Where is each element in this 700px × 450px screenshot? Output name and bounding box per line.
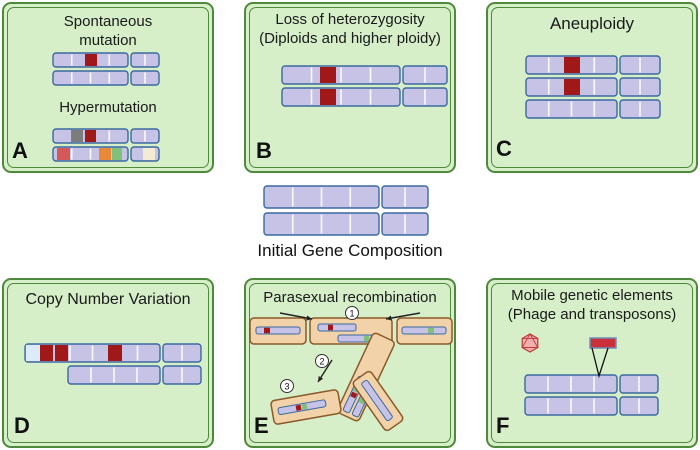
mini-chromosome xyxy=(401,326,447,335)
panel-d-title: Copy Number Variation xyxy=(25,291,191,308)
gene-band xyxy=(85,130,96,142)
panel-e-title: Parasexual recombination xyxy=(263,289,437,306)
panel-f-letter: F xyxy=(496,413,510,438)
cell-contents xyxy=(361,379,393,422)
chromosome xyxy=(281,87,448,107)
initial-gene-composition-label: Initial Gene Composition xyxy=(257,241,443,260)
gene-band xyxy=(55,345,68,361)
chromosome xyxy=(263,185,429,209)
chromosome xyxy=(281,65,448,85)
panel-a-title: Spontaneous mutation xyxy=(63,13,153,49)
step-label: 1 xyxy=(349,309,354,319)
chromosome xyxy=(525,99,661,119)
panel-c-letter: C xyxy=(496,136,512,161)
cell-contents xyxy=(277,399,327,415)
gene-band xyxy=(112,148,122,160)
chromosome-arm xyxy=(255,326,301,335)
gene-band xyxy=(143,148,155,160)
chromosome xyxy=(67,365,202,385)
step-1-marker: 1 xyxy=(345,306,359,320)
step-3-marker: 3 xyxy=(280,379,294,393)
gene-band xyxy=(428,327,434,334)
chromosome xyxy=(24,343,202,363)
gene-band xyxy=(564,79,580,95)
gene-band xyxy=(301,403,308,410)
panel-mobile-genetic-elements: Mobile genetic elements (Phage and trans… xyxy=(486,278,698,448)
chromosome xyxy=(524,374,659,394)
gene-band xyxy=(85,54,97,66)
merge-arrow-right-head xyxy=(386,315,392,321)
panel-inner-border xyxy=(491,283,693,443)
merge-arrow-right xyxy=(385,312,421,320)
mini-chromosome xyxy=(317,323,357,332)
panel-inner-border xyxy=(249,7,451,168)
panel-a-letter: A xyxy=(12,138,28,163)
step-label: 3 xyxy=(284,382,289,392)
gene-band xyxy=(40,345,53,361)
chromosome-arm xyxy=(401,326,447,335)
merge-arrow-left-head xyxy=(306,315,312,321)
chromosome xyxy=(524,396,659,416)
gene-band xyxy=(320,89,336,105)
panel-inner-border xyxy=(491,7,693,168)
panel-inner-border xyxy=(7,7,209,168)
chromosome xyxy=(52,146,160,162)
mini-chromosome xyxy=(277,399,327,415)
panel-spontaneous-mutation: Spontaneous mutation Hypermutation A xyxy=(2,2,214,173)
panel-f-title: Mobile genetic elements (Phage and trans… xyxy=(507,287,677,323)
insertion-site-lines xyxy=(591,347,609,379)
gene-band xyxy=(320,67,336,83)
transition-arrow-head xyxy=(318,376,324,382)
gene-band xyxy=(71,130,83,142)
chromosome xyxy=(525,55,661,75)
gene-band xyxy=(328,324,333,331)
step-label: 2 xyxy=(319,357,324,367)
step-circle xyxy=(315,354,329,368)
gene-band xyxy=(295,404,302,411)
gene-band xyxy=(99,148,111,160)
panel-copy-number-variation: Copy Number Variation D xyxy=(2,278,214,448)
gene-band xyxy=(264,327,270,334)
transposon-element xyxy=(589,337,617,349)
step-circle xyxy=(280,379,294,393)
gene-band xyxy=(564,57,580,73)
gene-band xyxy=(108,345,122,361)
chromosome xyxy=(52,70,160,86)
step-circle xyxy=(345,306,359,320)
chromosome-arm xyxy=(317,323,357,332)
chromosome xyxy=(263,212,429,236)
mini-chromosome xyxy=(361,379,393,422)
panel-e-letter: E xyxy=(254,413,269,438)
phage-facet xyxy=(521,333,539,348)
phage-icon xyxy=(521,333,539,353)
chromosome-arm xyxy=(361,379,393,422)
merge-arrow-left xyxy=(279,312,313,320)
gene-band xyxy=(350,391,358,399)
chromosome xyxy=(52,52,160,68)
panel-b-title: Loss of heterozygosity (Diploids and hig… xyxy=(259,11,441,47)
fused-cell xyxy=(249,317,307,345)
panel-b-letter: B xyxy=(256,138,272,163)
step-2-marker: 2 xyxy=(315,354,329,368)
chromosome xyxy=(525,77,661,97)
mini-chromosome xyxy=(255,326,301,335)
panel-d-letter: D xyxy=(14,413,30,438)
panel-c-title: Aneuploidy xyxy=(549,14,635,33)
fused-cell xyxy=(396,317,453,345)
gene-band xyxy=(57,148,70,160)
panel-a-subtitle: Hypermutation xyxy=(59,99,157,116)
gene-band xyxy=(364,335,369,342)
panel-inner-border xyxy=(7,283,209,443)
chromosome xyxy=(52,128,160,144)
panel-inner-border xyxy=(249,283,451,443)
chromosome-end xyxy=(26,345,40,361)
